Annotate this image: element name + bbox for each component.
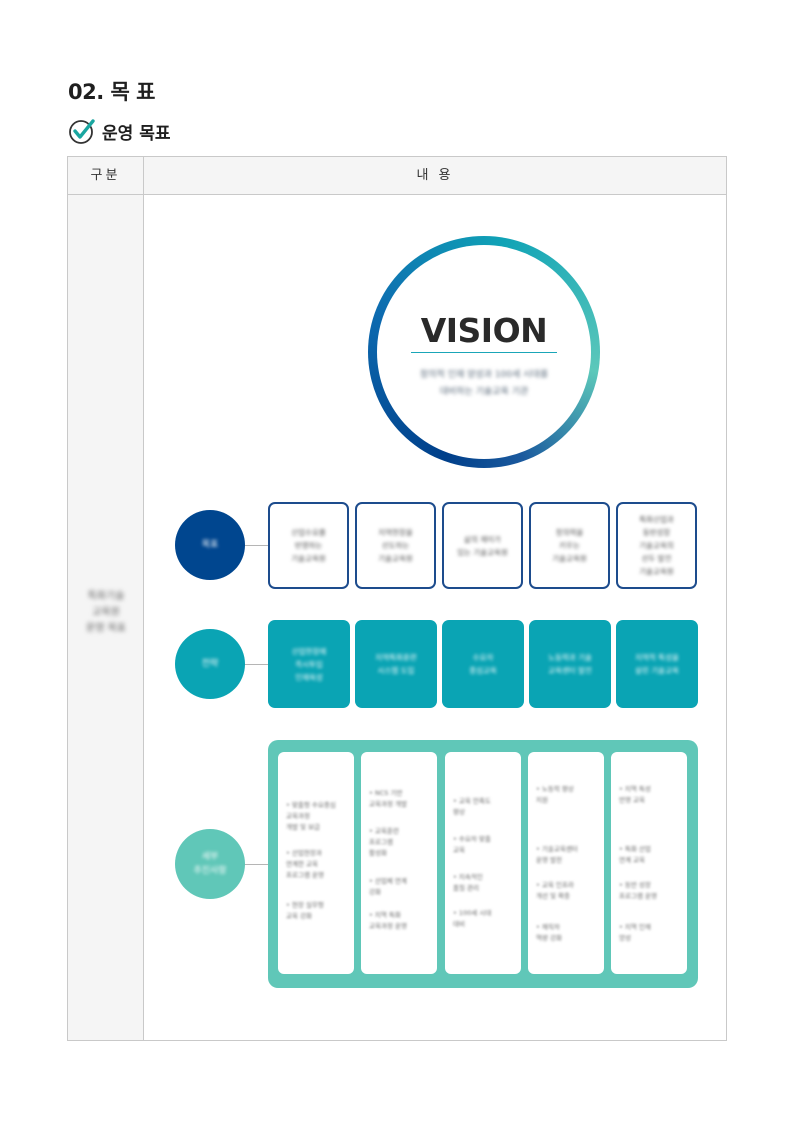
header-category: 구분 xyxy=(68,157,144,195)
task-item: • NCS 기반 교육과정 개발 xyxy=(369,789,407,808)
vision-inner: VISION 창의적 인재 양성과 100세 시대를 대비하는 기술교육 기관 xyxy=(377,245,591,459)
table-header-row: 구분 내 용 xyxy=(68,157,726,195)
goal-circle: 목표 xyxy=(175,510,245,580)
tasks-connector xyxy=(232,864,270,865)
task-item: • 수요자 맞춤 교육 xyxy=(453,835,491,854)
task-column: • 노동력 향상 지원 • 기술교육센터 운영 발전 • 교육 인프라 개선 및… xyxy=(528,752,604,974)
category-cell: 특화기술 교육원 운영 목표 xyxy=(68,195,144,1040)
task-item: • 교육훈련 프로그램 활성화 xyxy=(369,827,399,857)
task-item: • 노동력 향상 지원 xyxy=(536,785,574,804)
task-column: • NCS 기반 교육과정 개발 • 교육훈련 프로그램 활성화 • 산업체 연… xyxy=(361,752,437,974)
task-item: • 기술교육센터 운영 발전 xyxy=(536,845,578,864)
task-item: • 현장 실무형 교육 강화 xyxy=(286,901,324,920)
subtitle: 운영 목표 xyxy=(68,117,170,145)
tasks-label: 세부 추진사항 xyxy=(193,852,227,876)
goal-text: 지역현장을 선도하는 기술교육원 xyxy=(378,528,413,563)
strategy-circle: 전략 xyxy=(175,629,245,699)
task-item: • 산업현장과 연계한 교육 프로그램 운영 xyxy=(286,849,324,879)
goal-text: 산업수요를 반영하는 기술교육원 xyxy=(291,528,326,563)
goal-box: 지역현장을 선도하는 기술교육원 xyxy=(355,502,436,589)
strategy-connector xyxy=(232,664,270,665)
task-item: • 지속적인 품질 관리 xyxy=(453,873,483,892)
goal-text: 삶의 재미가 있는 기술교육원 xyxy=(457,534,508,557)
header-content: 내 용 xyxy=(416,168,454,183)
strategy-text: 지역특화훈련 시스템 도입 xyxy=(375,653,417,675)
strategy-text: 산업현장에 즉시투입 인재육성 xyxy=(291,646,327,682)
subtitle-text: 운영 목표 xyxy=(102,123,171,144)
task-item: • 동반 성장 프로그램 운영 xyxy=(619,881,657,900)
goal-label: 목표 xyxy=(201,540,219,550)
task-column: • 교육 만족도 향상 • 수요자 맞춤 교육 • 지속적인 품질 관리 • 1… xyxy=(445,752,521,974)
strategy-box: 산업현장에 즉시투입 인재육성 xyxy=(268,620,350,708)
section-title: 02. 목 표 xyxy=(68,80,155,104)
task-item: • 교육 인프라 개선 및 확충 xyxy=(536,881,574,900)
strategy-text: 수요자 중심교육 xyxy=(469,653,497,675)
task-item: • 재직자 역량 강화 xyxy=(536,923,562,942)
task-item: • 지역 특성 반영 교육 xyxy=(619,785,651,804)
strategy-box: 지역특화훈련 시스템 도입 xyxy=(355,620,437,708)
goal-box: 창의력을 키우는 기술교육원 xyxy=(529,502,610,589)
strategy-text: 노동력과 기술 교육센터 발전 xyxy=(548,653,592,675)
goal-box: 산업수요를 반영하는 기술교육원 xyxy=(268,502,349,589)
check-circle-icon xyxy=(69,119,95,144)
strategy-text: 지역적 특성을 살린 기술교육 xyxy=(635,653,679,675)
vision-text: 창의적 인재 양성과 100세 시대를 대비하는 기술교육 기관 xyxy=(420,370,548,397)
strategy-box: 노동력과 기술 교육센터 발전 xyxy=(529,620,611,708)
task-item: • 맞춤형 수요중심 교육과정 개발 및 보급 xyxy=(286,801,336,831)
goal-connector xyxy=(232,545,270,546)
strategy-box: 수요자 중심교육 xyxy=(442,620,524,708)
goal-text: 특화산업과 동반성장 기술교육의 선두 발전 기술교육원 xyxy=(639,515,674,576)
tasks-panel: • 맞춤형 수요중심 교육과정 개발 및 보급 • 산업현장과 연계한 교육 프… xyxy=(268,740,698,988)
task-item: • 산업체 연계 강화 xyxy=(369,877,407,896)
task-item: • 특화 산업 연계 교육 xyxy=(619,845,651,864)
category-label: 특화기술 교육원 운영 목표 xyxy=(86,591,126,634)
vision-ring: VISION 창의적 인재 양성과 100세 시대를 대비하는 기술교육 기관 xyxy=(368,236,600,468)
task-column: • 지역 특성 반영 교육 • 특화 산업 연계 교육 • 동반 성장 프로그램… xyxy=(611,752,687,974)
tasks-circle: 세부 추진사항 xyxy=(175,829,245,899)
goal-box: 특화산업과 동반성장 기술교육의 선두 발전 기술교육원 xyxy=(616,502,697,589)
goal-table: 구분 내 용 특화기술 교육원 운영 목표 xyxy=(67,156,727,1041)
strategy-label: 전략 xyxy=(201,659,219,669)
vision-title: VISION xyxy=(420,311,548,350)
goal-text: 창의력을 키우는 기술교육원 xyxy=(552,528,587,563)
vision-divider xyxy=(411,352,557,353)
strategy-box: 지역적 특성을 살린 기술교육 xyxy=(616,620,698,708)
task-column: • 맞춤형 수요중심 교육과정 개발 및 보급 • 산업현장과 연계한 교육 프… xyxy=(278,752,354,974)
task-item: • 지역 인재 양성 xyxy=(619,923,651,942)
task-item: • 100세 시대 대비 xyxy=(453,909,492,928)
task-item: • 지역 특화 교육과정 운영 xyxy=(369,911,407,930)
task-item: • 교육 만족도 향상 xyxy=(453,797,491,816)
goal-box: 삶의 재미가 있는 기술교육원 xyxy=(442,502,523,589)
